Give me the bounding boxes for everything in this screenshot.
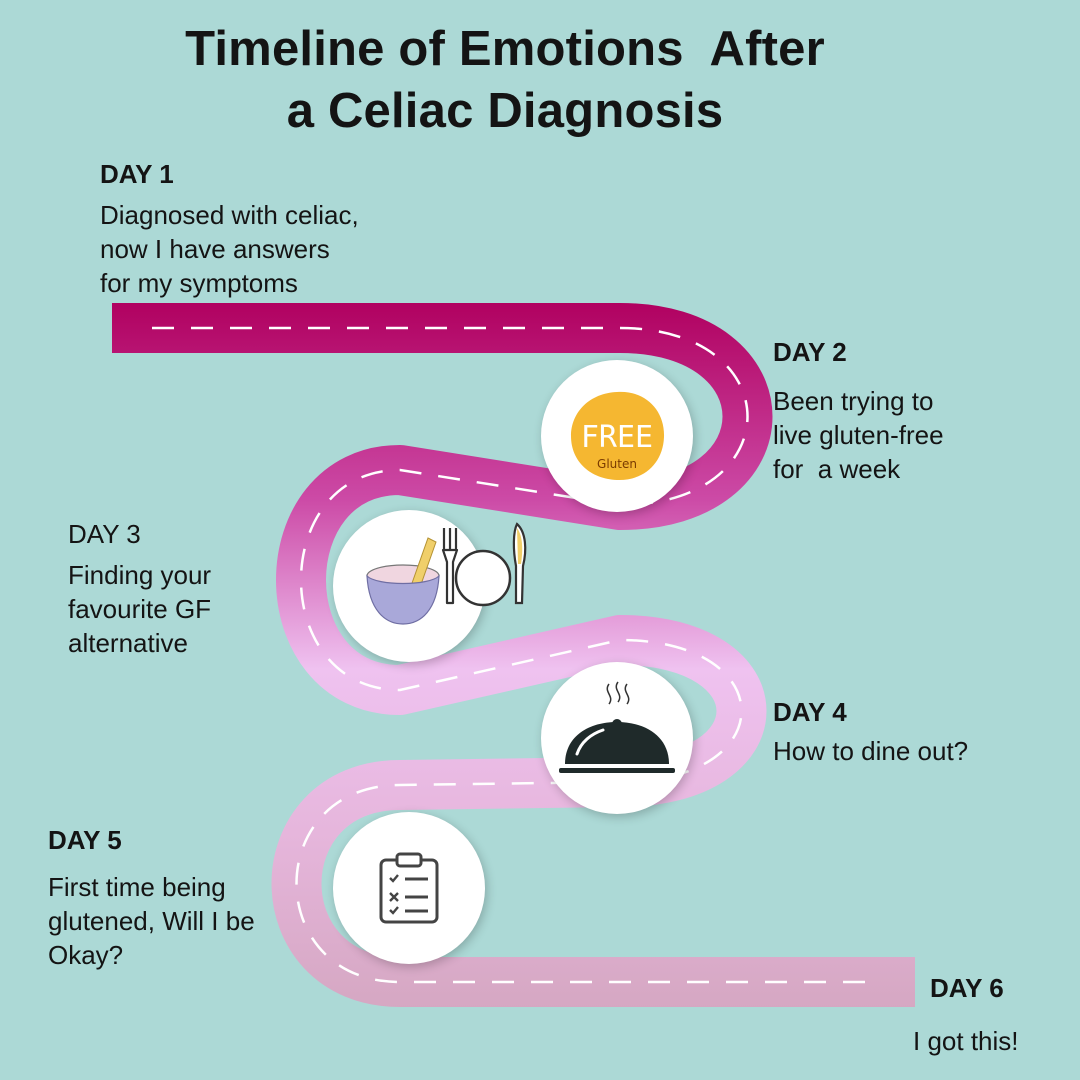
day-4-icon-circle: [541, 662, 693, 814]
checklist-clipboard-icon: [379, 852, 439, 924]
day-3-label: DAY 3: [68, 519, 141, 549]
title-line-2: a Celiac Diagnosis: [286, 84, 724, 138]
day-5-line-3: Okay?: [48, 940, 124, 970]
step-day-3: DAY 3 Finding your favourite GF alternat…: [68, 518, 211, 660]
day-3-line-1: Finding your: [68, 560, 212, 590]
step-day-1: DAY 1 Diagnosed with celiac, now I have …: [100, 158, 359, 300]
day-2-description: Been trying to live gluten-free for a we…: [773, 384, 944, 486]
day-5-label: DAY 5: [48, 825, 122, 855]
day-1-description: Diagnosed with celiac, now I have answer…: [100, 198, 359, 300]
step-day-4: DAY 4 How to dine out?: [773, 696, 968, 768]
step-day-6-text: I got this!: [913, 1024, 1019, 1058]
day-3-icon-circle: [333, 510, 527, 662]
day-1-label: DAY 1: [100, 159, 174, 189]
day-1-line-3: for my symptoms: [100, 268, 298, 298]
step-day-2: DAY 2 Been trying to live gluten-free fo…: [773, 336, 944, 486]
day-2-line-1: Been trying to: [773, 386, 934, 416]
step-day-6: DAY 6: [930, 972, 1004, 1004]
badge-main-text: FREE: [581, 420, 653, 455]
day-3-description: Finding your favourite GF alternative: [68, 558, 211, 660]
bowl-and-plate-icon: [366, 522, 527, 625]
day-4-label: DAY 4: [773, 697, 847, 727]
day-2-icon-circle: FREE Gluten: [541, 360, 693, 512]
day-3-line-2: favourite GF: [68, 594, 212, 624]
food-cloche-icon: [559, 681, 675, 773]
step-day-5: DAY 5 First time being glutened, Will I …: [48, 824, 255, 972]
day-1-line-1: Diagnosed with celiac,: [100, 200, 359, 230]
gluten-free-badge-icon: FREE Gluten: [571, 391, 665, 481]
day-2-line-3: for a week: [773, 454, 901, 484]
road-center-dashes: [152, 326, 880, 984]
day-5-description: First time being glutened, Will I be Oka…: [48, 870, 255, 972]
page-title: Timeline of Emotions After a Celiac Diag…: [0, 18, 1010, 142]
day-6-description: I got this!: [913, 1026, 1019, 1056]
day-2-line-2: live gluten-free: [773, 420, 944, 450]
title-line-1: Timeline of Emotions After: [185, 22, 825, 76]
day-4-line-1: How to dine out?: [773, 736, 969, 766]
day-5-line-2: glutened, Will I be: [48, 906, 255, 936]
day-4-description: How to dine out?: [773, 734, 968, 768]
day-2-label: DAY 2: [773, 337, 847, 367]
day-1-line-2: now I have answers: [100, 234, 330, 264]
day-5-line-1: First time being: [48, 872, 226, 902]
day-6-label: DAY 6: [930, 973, 1004, 1003]
badge-sub-text: Gluten: [597, 457, 637, 471]
day-3-line-3: alternative: [68, 628, 188, 658]
day-5-icon-circle: [333, 812, 485, 964]
